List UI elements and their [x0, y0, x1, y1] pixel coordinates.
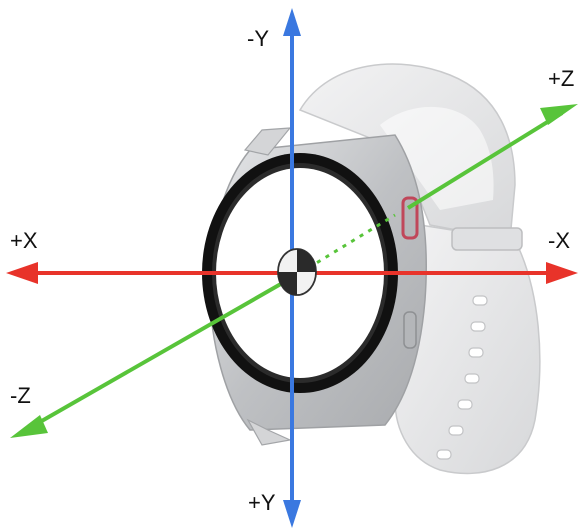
neg-y-axis-label: -Y	[247, 26, 269, 51]
z-axis-line-back	[406, 111, 564, 210]
neg-x-axis-label: -X	[548, 228, 570, 253]
watch-crown-button-top	[401, 196, 419, 240]
z-axis-arrow-front	[10, 415, 48, 438]
y-axis-arrow-top	[283, 8, 301, 36]
pos-z-axis-label: +Z	[548, 66, 575, 91]
z-axis-hidden-segment	[299, 213, 396, 275]
x-axis-arrow-left	[6, 262, 38, 284]
watch-crown-button-bottom	[403, 311, 417, 349]
pos-y-axis-label: +Y	[248, 490, 276, 515]
pos-x-axis-label: +X	[10, 228, 38, 253]
watch-band-loop	[451, 227, 523, 251]
z-axis-line-front	[25, 271, 301, 432]
z-axis-arrow-back	[540, 104, 578, 125]
y-axis-arrow-bottom	[283, 500, 301, 528]
watch-band-bottom	[394, 224, 541, 475]
origin-marker	[277, 248, 317, 296]
neg-z-axis-label: -Z	[10, 383, 31, 408]
x-axis-arrow-right	[546, 262, 578, 284]
watch-band-holes	[436, 295, 488, 460]
watch-band-top-inner	[380, 106, 494, 210]
